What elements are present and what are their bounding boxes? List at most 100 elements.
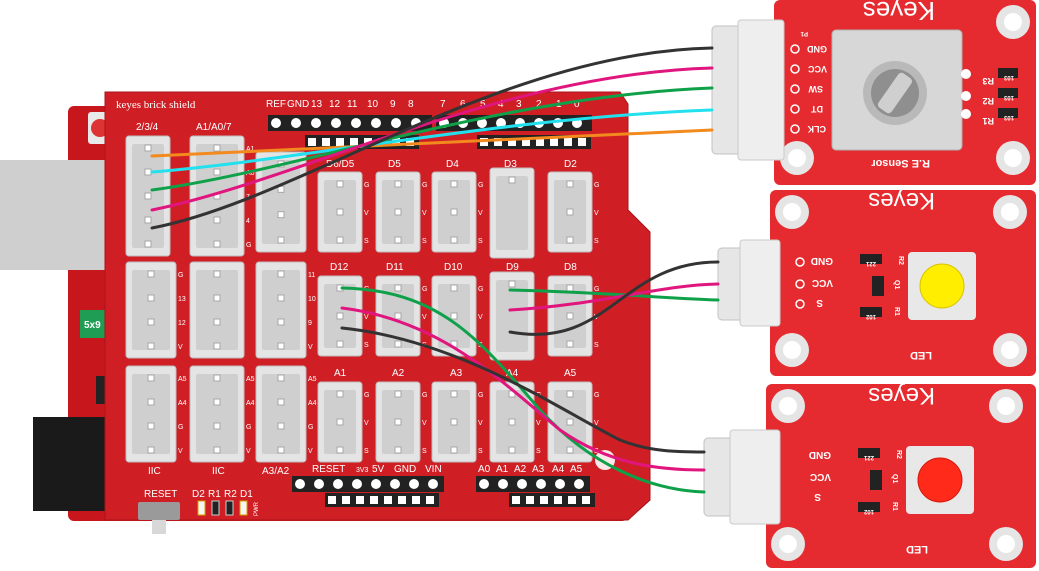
port-big-mid-pin [213, 270, 221, 278]
header-analog-pin[interactable] [479, 479, 489, 489]
header-power-pin[interactable] [333, 479, 343, 489]
port-d8[interactable]: GVS [547, 275, 599, 357]
header-top-left-pin[interactable] [391, 118, 401, 128]
port-d2[interactable]: GVS [547, 171, 599, 253]
header-icsp-right-pin[interactable] [536, 138, 544, 146]
header-power-pin[interactable] [352, 479, 362, 489]
header-analog-pin[interactable] [574, 479, 584, 489]
yellow-led-bulb [919, 263, 965, 309]
label-a5: A5 [564, 368, 577, 379]
port-iic-1-pin-label: A4 [178, 400, 187, 407]
header-icsp-right-pin[interactable] [578, 138, 586, 146]
port-d9[interactable] [489, 271, 535, 361]
header-bottom-left-pin[interactable] [412, 496, 420, 504]
header-icsp-left-pin[interactable] [406, 138, 414, 146]
header-power-pin[interactable] [314, 479, 324, 489]
header-analog [476, 476, 590, 492]
header-icsp-left-pin[interactable] [350, 138, 358, 146]
hdr-label-6: 6 [460, 99, 466, 110]
header-icsp-right-pin[interactable] [522, 138, 530, 146]
header-power-pin[interactable] [371, 479, 381, 489]
header-bottom-left-pin[interactable] [398, 496, 406, 504]
port-d4[interactable]: GVS [431, 171, 483, 253]
header-bottom-right-pin[interactable] [568, 496, 576, 504]
port-iic-2-pin [213, 374, 221, 382]
header-bottom-right-pin[interactable] [526, 496, 534, 504]
header-bottom-right-pin[interactable] [540, 496, 548, 504]
red-q1-ref: Q1 [891, 474, 898, 483]
encoder-resistors: 103 R3 103 R2 103 R1 [982, 68, 1018, 126]
header-bottom-right-pin[interactable] [582, 496, 590, 504]
label-power-5v: 5V [372, 464, 385, 475]
port-d2-pin [566, 236, 574, 244]
header-bottom-left-pin[interactable] [370, 496, 378, 504]
port-d6d5-wide-pin [277, 211, 285, 219]
header-top-left-pin[interactable] [311, 118, 321, 128]
port-d10[interactable]: GVS [431, 275, 483, 357]
header-icsp-right-pin[interactable] [564, 138, 572, 146]
label-iic-1: IIC [148, 466, 161, 477]
header-icsp-right-pin[interactable] [550, 138, 558, 146]
label-a1a0: A1/A0/7 [196, 122, 232, 133]
header-power-pin[interactable] [295, 479, 305, 489]
header-top-left [268, 115, 432, 131]
hdr-label-10: 10 [367, 99, 379, 110]
port-iic-2-pin [213, 422, 221, 430]
port-d8-pin [566, 340, 574, 348]
header-icsp-left-pin[interactable] [336, 138, 344, 146]
port-a1[interactable]: GVS [317, 381, 369, 463]
rotary-encoder-module: Keyes R.E Sensor 103 R3 103 R2 103 R1 GN… [711, 0, 1036, 185]
header-top-left-pin[interactable] [291, 118, 301, 128]
header-analog-pin[interactable] [555, 479, 565, 489]
port-a1-pin-label: G [364, 392, 369, 399]
port-d6d5[interactable]: GVS [317, 171, 369, 253]
header-icsp-right-pin[interactable] [508, 138, 516, 146]
port-d12[interactable]: GVS [317, 275, 369, 357]
header-icsp-left-pin[interactable] [322, 138, 330, 146]
header-power-pin[interactable] [428, 479, 438, 489]
header-bottom-left-pin[interactable] [342, 496, 350, 504]
header-top-left-pin[interactable] [371, 118, 381, 128]
header-bottom-left-pin[interactable] [356, 496, 364, 504]
port-a4-pin [508, 446, 516, 454]
port-d6d5-wide-pin [277, 236, 285, 244]
header-analog-pin[interactable] [517, 479, 527, 489]
side-chip-label: 5x9 [84, 320, 101, 331]
header-power-pin[interactable] [409, 479, 419, 489]
header-top-left-pin[interactable] [271, 118, 281, 128]
port-big-mid[interactable] [189, 261, 245, 359]
header-top-right-pin[interactable] [477, 118, 487, 128]
port-d2-pin [566, 180, 574, 188]
header-power-pin[interactable] [390, 479, 400, 489]
encoder-r3-ref: R3 [982, 76, 994, 86]
port-d3[interactable] [489, 167, 535, 259]
port-a3[interactable]: GVS [431, 381, 483, 463]
header-power [292, 476, 444, 492]
header-bottom-right-pin[interactable] [554, 496, 562, 504]
port-big-left-pin-label: 12 [178, 320, 186, 327]
port-a2[interactable]: GVS [375, 381, 427, 463]
header-icsp-left-pin[interactable] [308, 138, 316, 146]
header-icsp-right-pin[interactable] [494, 138, 502, 146]
hdr-label-2: 2 [536, 99, 542, 110]
header-bottom-right-pin[interactable] [512, 496, 520, 504]
port-d5[interactable]: GVS [375, 171, 427, 253]
header-analog-pin[interactable] [498, 479, 508, 489]
header-bottom-left-pin[interactable] [328, 496, 336, 504]
reset-button[interactable] [138, 502, 180, 520]
port-a4[interactable]: GVS [489, 381, 541, 463]
header-analog-pin[interactable] [536, 479, 546, 489]
header-top-right-pin[interactable] [496, 118, 506, 128]
header-bottom-left-pin[interactable] [384, 496, 392, 504]
port-d11[interactable]: GVS [375, 275, 427, 357]
header-top-left-pin[interactable] [331, 118, 341, 128]
port-234-pin [144, 240, 152, 248]
red-led-name: LED [906, 543, 928, 555]
header-top-left-pin[interactable] [351, 118, 361, 128]
header-bottom-left-pin[interactable] [426, 496, 434, 504]
